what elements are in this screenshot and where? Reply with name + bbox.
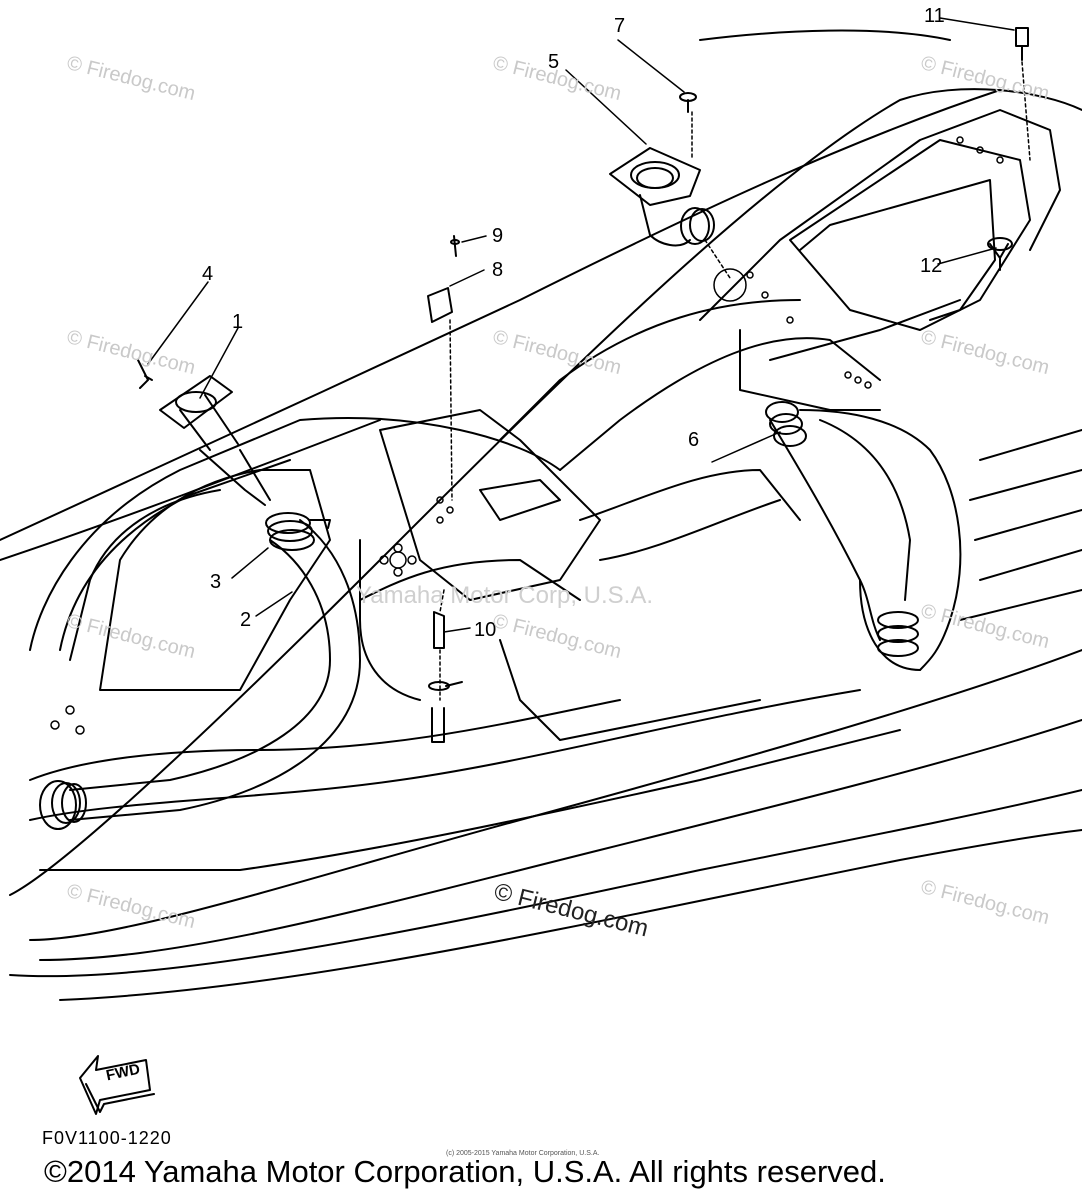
mounting-holes bbox=[50, 136, 1004, 735]
part-label-11: 11 bbox=[924, 5, 945, 27]
part-4-screw bbox=[137, 359, 153, 389]
part-label-12: 12 bbox=[920, 255, 943, 277]
part-label-8: 8 bbox=[492, 259, 504, 281]
hull-deck bbox=[29, 109, 1061, 871]
part-3-clamp bbox=[265, 512, 331, 551]
part-label-5: 5 bbox=[548, 51, 560, 73]
part-5-elbow bbox=[609, 147, 715, 247]
part-6-duct bbox=[765, 401, 962, 671]
part-label-6: 6 bbox=[688, 429, 700, 451]
part-7-screw bbox=[679, 92, 697, 113]
fwd-arrow-icon bbox=[79, 1055, 155, 1115]
hull-outline bbox=[0, 29, 1082, 1001]
part-label-2: 2 bbox=[240, 609, 252, 631]
part-10-pin bbox=[428, 611, 463, 743]
part-8-block bbox=[427, 287, 453, 323]
leader-lines bbox=[147, 17, 1031, 701]
part-9-rivet bbox=[450, 235, 460, 257]
part-label-7: 7 bbox=[614, 15, 626, 37]
diagram-code: F0V1100-1220 bbox=[42, 1128, 172, 1148]
part-label-9: 9 bbox=[492, 225, 504, 247]
small-copyright: (c) 2005-2015 Yamaha Motor Corporation, … bbox=[446, 1150, 600, 1157]
part-label-10: 10 bbox=[474, 619, 497, 641]
part-label-4: 4 bbox=[202, 263, 214, 285]
center-watermark: Yamaha Motor Corp, U.S.A. bbox=[356, 582, 653, 609]
part-1-fitting bbox=[159, 375, 271, 506]
part-2-duct bbox=[39, 519, 361, 830]
part-11-bolt bbox=[1015, 27, 1029, 61]
part-label-3: 3 bbox=[210, 571, 222, 593]
footer-copyright: ©2014 Yamaha Motor Corporation, U.S.A. A… bbox=[44, 1154, 886, 1189]
part-label-1: 1 bbox=[232, 311, 244, 333]
